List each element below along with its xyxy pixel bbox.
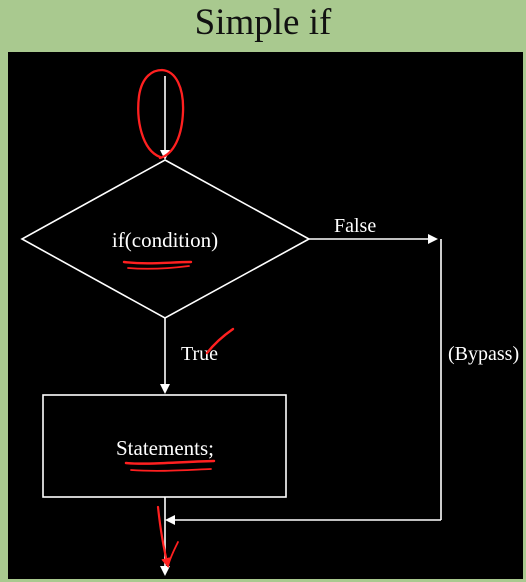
title-bar: Simple if	[0, 0, 526, 52]
true-label: True	[181, 343, 218, 365]
statements-underline-annotation-2	[130, 468, 212, 472]
bypass-label: (Bypass)	[448, 343, 519, 365]
slide-title: Simple if	[194, 2, 332, 43]
true-tick-annotation	[205, 327, 235, 355]
condition-label: if(condition)	[112, 228, 218, 252]
false-label: False	[334, 215, 376, 237]
flowchart-canvas	[8, 52, 523, 579]
exit-arrow-annotation-stroke	[167, 541, 179, 567]
statements-underline-annotation	[124, 459, 216, 465]
exit-arrow-annotation	[156, 505, 171, 568]
condition-underline-annotation	[122, 260, 193, 265]
entry-circle-annotation	[137, 68, 185, 160]
statements-label: Statements;	[116, 436, 214, 460]
condition-underline-annotation-2	[127, 265, 190, 270]
